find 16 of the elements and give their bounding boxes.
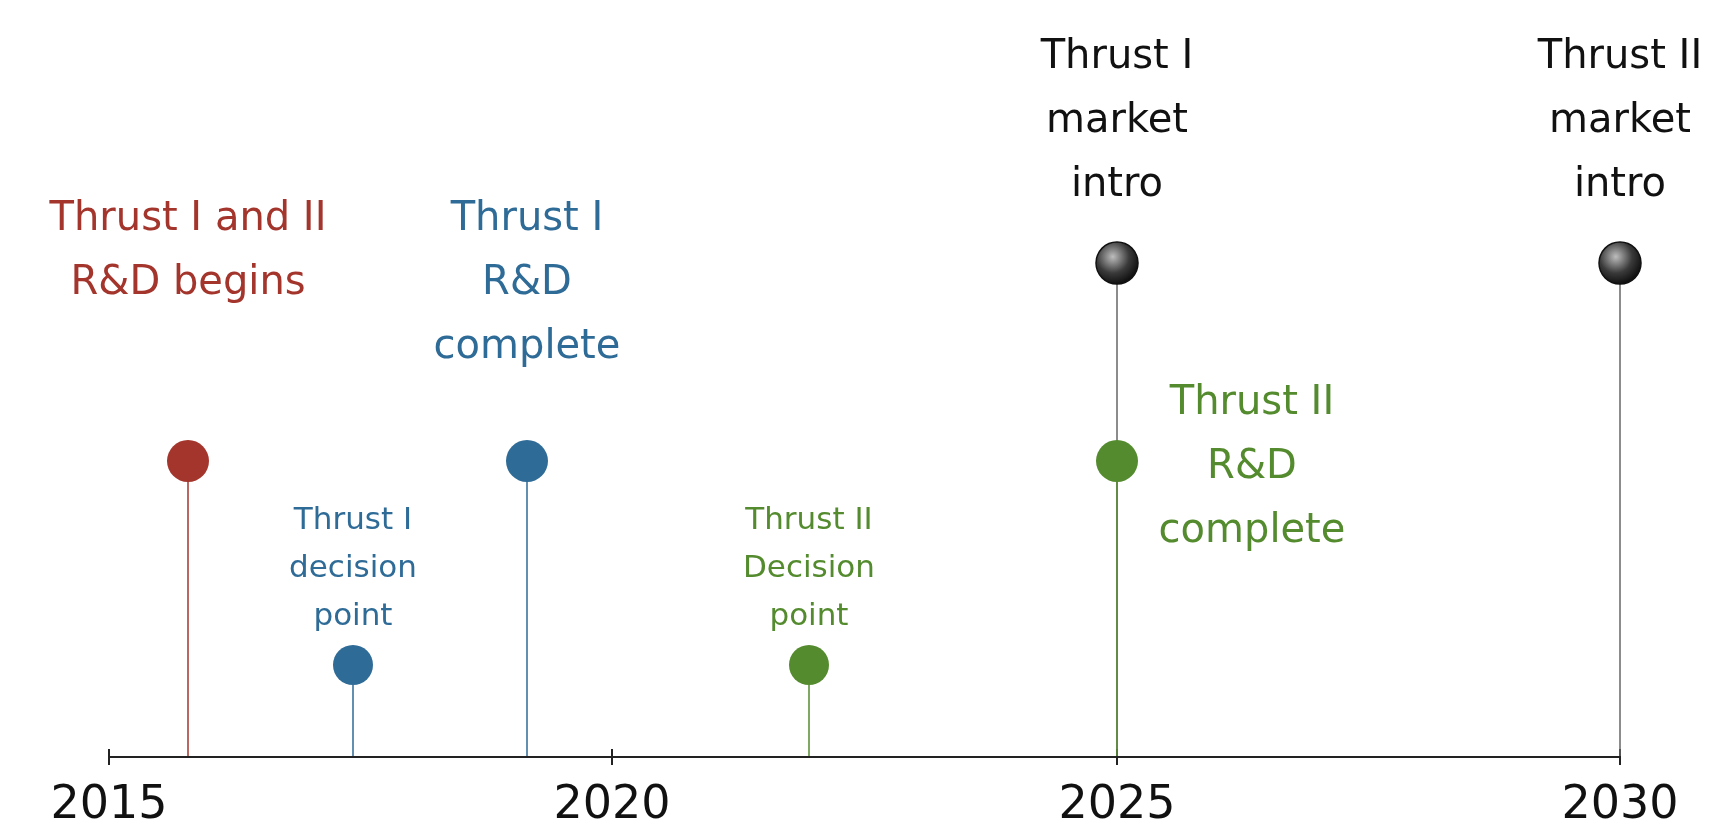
year-label: 2015	[49, 778, 169, 826]
year-label: 2030	[1560, 778, 1680, 826]
milestone-label: Thrust II R&D complete	[1157, 376, 1347, 553]
milestone-pin	[1598, 241, 1642, 757]
year-label: 2020	[552, 778, 672, 826]
milestone-label: Thrust I decision point	[288, 499, 418, 634]
milestone-pin	[333, 645, 373, 757]
milestone-label: Thrust I and II R&D begins	[48, 192, 328, 305]
milestone-label: Thrust II market intro	[1536, 30, 1704, 207]
milestone-label: Thrust I R&D complete	[432, 192, 622, 369]
milestone-pin	[789, 645, 829, 757]
milestone-pin	[167, 440, 209, 757]
milestone-pin	[506, 440, 548, 757]
milestone-label: Thrust I market intro	[1039, 30, 1195, 207]
milestone-label: Thrust II Decision point	[742, 499, 876, 634]
year-label: 2025	[1057, 778, 1177, 826]
